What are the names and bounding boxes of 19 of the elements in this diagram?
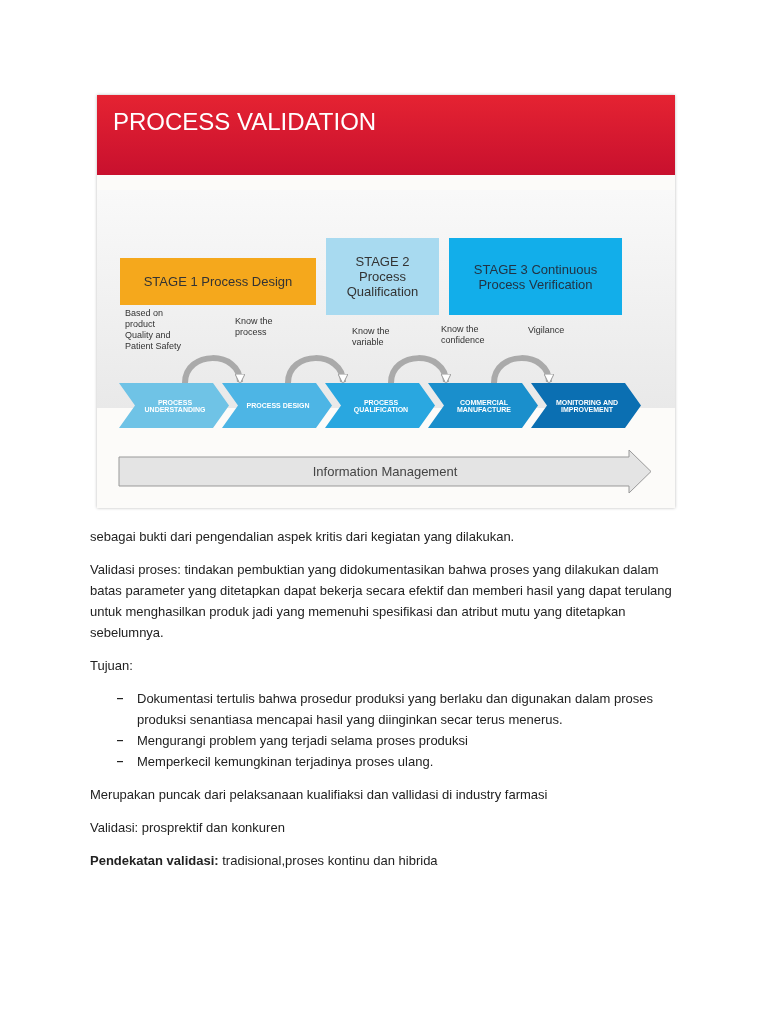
paragraph: Validasi proses: tindakan pembuktian yang didokumentasikan bahwa proses yang dilakukan dalam batas parameter yang ditetapkan dapat bekerja secara efektif dan memberi hasil yang dapat terulang untuk menghasilkan produk jadi yang memenuhi spesifikasi dan atribut mutu yang ditetapkan sebelumnya. xyxy=(90,561,673,642)
diagram-title: PROCESS VALIDATION xyxy=(113,108,377,136)
stage-box: STAGE 2 Process Qualification xyxy=(326,238,439,315)
stage-box: STAGE 3 Continuous Process Verification xyxy=(449,238,622,315)
list-item: Mengurangi problem yang terjadi selama proses produksi xyxy=(137,733,468,748)
paragraph: Tujuan: xyxy=(90,657,134,675)
edge-label: Know the variable xyxy=(352,326,391,348)
block-arrow: Information Management xyxy=(119,450,651,493)
paragraph: Validasi: prosprektif dan konkuren xyxy=(90,819,286,837)
stage-box: STAGE 1 Process Design xyxy=(120,258,316,305)
list-item: Memperkecil kemungkinan terjadinya proses ulang. xyxy=(137,754,434,769)
edge-label: Know the confidence xyxy=(441,324,486,346)
paragraph: sebagai bukti dari pengendalian aspek kritis dari kegiatan yang dilakukan. xyxy=(90,528,516,546)
note-text: Based on product Quality and Patient Safety xyxy=(125,308,183,352)
paragraph: Pendekatan validasi: tradisional,proses kontinu dan hibrida xyxy=(90,852,439,870)
list-item: Dokumentasi tertulis bahwa prosedur produksi yang berlaku dan digunakan dalam proses produksi senantiasa mencapai hasil yang diinginkan secar terus menerus. xyxy=(137,691,653,727)
edge-label: Know the process xyxy=(235,316,274,338)
edge-label: Vigilance xyxy=(528,325,566,336)
paragraph: Merupakan puncak dari pelaksanaan kualifiaksi dan vallidasi di industry farmasi xyxy=(90,786,549,804)
